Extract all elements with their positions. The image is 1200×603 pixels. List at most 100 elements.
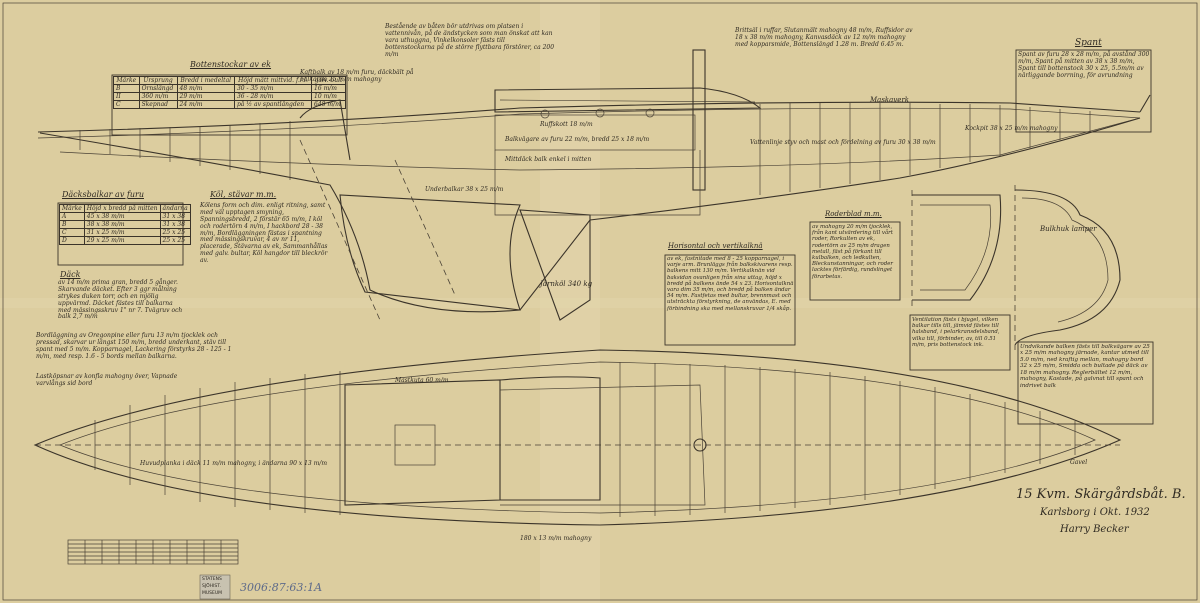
signature: Harry Becker (1060, 524, 1129, 535)
table-header: Bredd i medeltal (176, 76, 235, 85)
section-b (1014, 189, 1121, 346)
horisontal-title: Horisontal och vertikalknä (668, 242, 763, 250)
keel-fin (339, 194, 521, 311)
deckhouse-label: Ruffskott 18 m/m (540, 121, 593, 128)
table-row: C Skepnad 24 m/m på ½ av spantlängden 64… (113, 100, 346, 109)
table-cell: 31 x 25 m/m (83, 228, 161, 237)
sheer-note-label: Vattenlinje styv och mast och fördelning… (750, 139, 936, 146)
kol-title: Köl, stävar m.m. (210, 190, 277, 199)
table-cell: C (59, 228, 85, 237)
bordlaggning-note: Bordläggning av Oregonpine eller furu 13… (36, 332, 232, 360)
bottom-right-note-frame (1017, 341, 1154, 425)
table-cell: II (113, 92, 140, 101)
table-bottenstockar-title: Bottenstockar av ek (190, 60, 272, 69)
table-header: Märke (113, 76, 140, 85)
table-cell: 29 x 25 m/m (83, 236, 161, 245)
roder-note: av mahogny 20 m/m tjocklek, från kant ut… (812, 224, 893, 280)
kaftbalk-note: Kaftbalk av 18 m/m furu, däckbält på bal… (300, 69, 414, 83)
top-center-note: Bestående av båten bör utdrivas om plats… (385, 23, 555, 58)
floor-label: Underbalkar 38 x 25 m/m (425, 186, 504, 193)
centreline-label: Mittdäck balk enkel i mitten (505, 156, 592, 163)
plan-outline (33, 349, 1122, 526)
deck-plan (33, 349, 1122, 526)
horisontal-note-frame (664, 254, 796, 346)
table-cell: 36 - 28 m/m (233, 92, 313, 101)
sheer-label: Maskaverk (870, 96, 910, 104)
table-header: Märke (59, 204, 85, 213)
table-header: ändarna (159, 204, 191, 213)
keel-weight-label: Järnköl 340 kg (540, 280, 593, 288)
roder-note-frame (809, 221, 901, 301)
table-dackbalkar-title: Däcksbalkar av furu (62, 190, 144, 199)
table-cell: på ½ av spantlängden (233, 100, 313, 109)
cockpit-note-label: Kockpit 38 x 25 m/m mahogny (965, 125, 1058, 132)
spant-note-frame (1015, 49, 1152, 133)
table-cell: 24 m/m (176, 100, 235, 109)
table-cell: B (59, 220, 85, 229)
table-row: B Ornslängd 48 m/m 30 - 35 m/m 16 m/m (113, 84, 346, 93)
table-cell: 648 m/m (311, 100, 346, 109)
roder-title: Roderblad m.m. (825, 210, 882, 218)
table-cell: 30 - 35 m/m (233, 84, 313, 93)
ventil-note-frame (909, 314, 1011, 371)
sheer-line (37, 101, 1141, 133)
kol-note: Kölens form och dim. enligt ritning, sam… (200, 202, 328, 265)
archive-stamp (199, 574, 231, 600)
bottom-right-note: Undvikande balken fästs till balkvägare … (1020, 344, 1150, 389)
table-cell: C (113, 100, 140, 109)
place-date: Karlsborg i Okt. 1932 (1040, 507, 1150, 518)
table-bottenstockar: Märke Ursprung Bredd i medeltal Höjd mät… (113, 76, 346, 109)
ventil-note: Ventilation fästs i bjugel, vilken balka… (912, 317, 1000, 348)
table-cell: 16 m/m (311, 84, 346, 93)
table-cell: Skepnad (138, 100, 178, 109)
table-cell: Ornslängd (138, 84, 178, 93)
table-cell: 48 m/m (176, 84, 235, 93)
table-cell: 10 m/m (311, 92, 346, 101)
table-cell: B (113, 84, 140, 93)
scale-bar (67, 539, 239, 565)
table-bottenstockar-frame (111, 74, 348, 136)
table-row: II 360 m/m 29 m/m 36 - 28 m/m 10 m/m (113, 92, 346, 101)
section-label: Bulkhuk lamper (1040, 225, 1097, 233)
spant-note: Spant av furu 28 x 28 m/m, på avstånd 30… (1018, 51, 1150, 79)
profile-view (37, 49, 1151, 321)
rudder-profile (519, 209, 591, 321)
archive-id: 3006:87:63:1A (240, 581, 323, 594)
table-header: Höjd x bredd på mitten (83, 204, 161, 213)
section-views (911, 185, 1121, 350)
table-cell: 38 x 38 m/m (83, 220, 161, 229)
dack-title: Däck (60, 270, 81, 279)
table-cell: D (59, 236, 85, 245)
mast-step (692, 49, 706, 191)
dack-note: av 14 m/m prima gran, bredd 5 gånger. Sk… (58, 279, 183, 321)
top-right-note: Brittsäl i ruffar, Slutanmält mahogny 48… (735, 27, 913, 48)
drawing-title: 15 Kvm. Skärgårdsbåt. B. (1016, 487, 1186, 502)
plan-stations-label: Mastkuta 60 m/m (395, 377, 449, 384)
plan-note-label: Huvudplanka i däck 11 m/m mahogny, i änd… (140, 460, 328, 467)
table-cell: 25 x 25 (159, 236, 191, 245)
table-cell: 31 x 38 (159, 212, 191, 221)
plan-bottom-label: 180 x 13 m/m mahogny (520, 535, 592, 542)
horisontal-note: av ek, fastnitade med 8 - 25 kopparnagel… (667, 256, 794, 312)
section-a (912, 194, 1002, 301)
table-cell: 29 m/m (176, 92, 235, 101)
beam-label: Balkvägare av furu 22 m/m, bredd 25 x 18… (505, 136, 650, 143)
lodratta-note: Lastköpsnar av konfla mahogny över, Vapn… (36, 373, 178, 387)
bow-label: Gavel (1070, 459, 1088, 466)
stamp-line-3: MUSEUM (202, 591, 223, 596)
table-cell: 360 m/m (138, 92, 178, 101)
table-cell: 25 x 25 (159, 228, 191, 237)
stamp-line-1: STATENS (202, 577, 222, 582)
table-cell: 31 x 38 (159, 220, 191, 229)
table-header: Ursprung (138, 76, 178, 85)
table-cell: A (59, 212, 85, 221)
table-cell: 45 x 38 m/m (83, 212, 161, 221)
stamp-line-2: SJÖHIST. (202, 584, 221, 589)
